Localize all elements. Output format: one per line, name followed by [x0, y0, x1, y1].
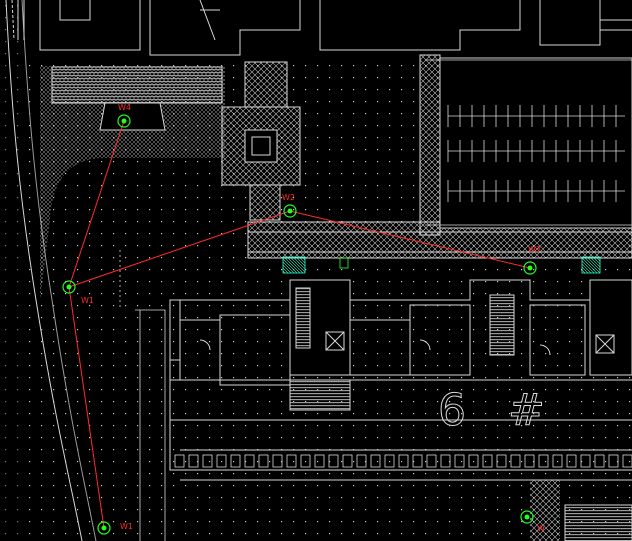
- survey-point-label: W1: [120, 522, 133, 531]
- route-segment: [68, 286, 105, 529]
- survey-markers: W4 W2 W3 W1 W1 W: [62, 103, 545, 535]
- west-path: [119, 250, 166, 541]
- accent-gates: [282, 256, 601, 274]
- left-road: [5, 0, 97, 541]
- survey-point-m4[interactable]: W1: [62, 280, 94, 305]
- survey-route-lines: [68, 120, 531, 529]
- survey-point-m2[interactable]: W2: [282, 193, 297, 218]
- paved-plaza: [40, 66, 225, 300]
- central-pavilion: [221, 61, 301, 221]
- parking-stalls: [447, 105, 625, 202]
- route-segment: [68, 210, 291, 288]
- survey-point-label: W3: [528, 245, 541, 254]
- building-suffix-text: #: [508, 385, 545, 436]
- building-number-text: 6: [438, 385, 466, 436]
- survey-point-m1[interactable]: W4: [117, 103, 131, 128]
- survey-point-label: W4: [118, 103, 131, 112]
- parking-lot: [425, 57, 632, 229]
- survey-point-m3[interactable]: W3: [523, 245, 541, 275]
- survey-point-label: W2: [282, 193, 295, 202]
- route-segment: [289, 210, 531, 269]
- survey-point-label: W: [537, 524, 545, 533]
- route-segment: [68, 120, 125, 288]
- balcony-rhythm: [174, 454, 632, 468]
- survey-point-label: W1: [81, 296, 94, 305]
- survey-point-m6[interactable]: W: [520, 510, 545, 533]
- residential-block: [169, 279, 632, 481]
- south-east-plaza: [530, 480, 632, 541]
- building-number: 6 #: [438, 385, 546, 437]
- top-buildings: [17, 0, 632, 56]
- survey-point-m5[interactable]: W1: [97, 521, 133, 535]
